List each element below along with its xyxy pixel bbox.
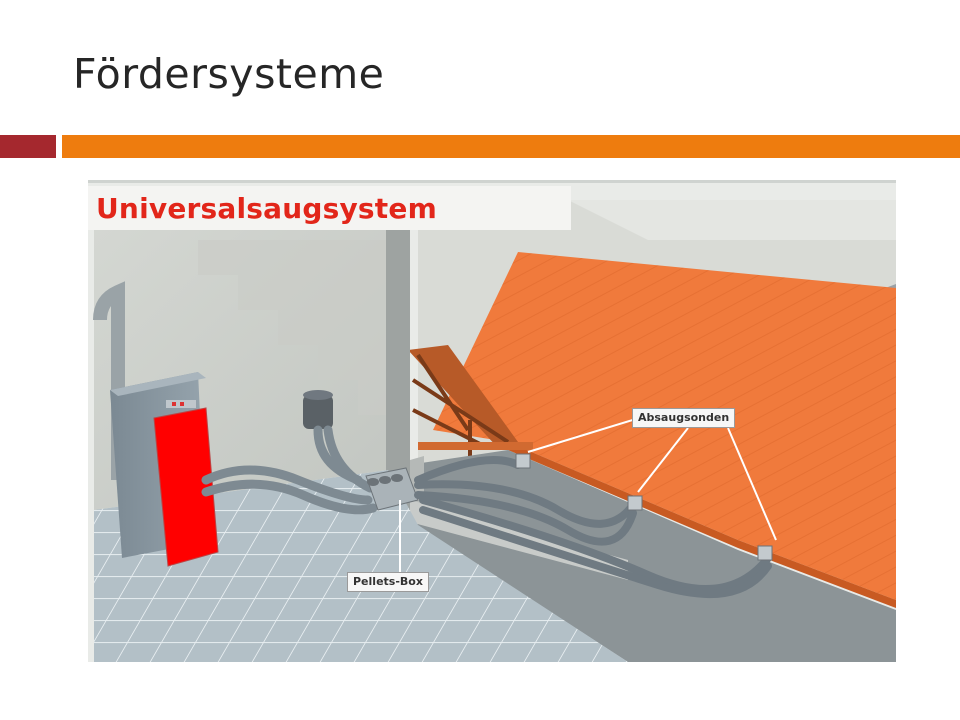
pellet-boiler [110,372,219,567]
exhaust-pipe [93,281,125,480]
vacuum-turbine [303,390,333,429]
callout-pellets-box: Pellets-Box [347,572,429,592]
figure-title-backdrop [88,186,571,230]
title-rule-accent [0,135,56,158]
storage-room-floor [408,450,896,662]
suction-hoses [201,425,378,515]
conveyor-system-illustration: Universalsaugsystem Absaugsonden Pellets… [88,180,896,662]
suction-probe [757,545,773,561]
tiled-floor [94,470,628,662]
dividing-wall [386,228,410,530]
suction-probe [627,495,643,511]
figure-title: Universalsaugsystem [96,192,437,225]
floor-support-frame [408,345,533,465]
callout-leaders [399,418,777,575]
probe-hoses [414,456,772,598]
slide-title: Fördersysteme [73,50,385,98]
title-rule-bar [62,135,960,158]
suction-probe [515,453,531,469]
pellets-box-unit [365,467,419,511]
callout-absaugsonden: Absaugsonden [632,408,736,428]
